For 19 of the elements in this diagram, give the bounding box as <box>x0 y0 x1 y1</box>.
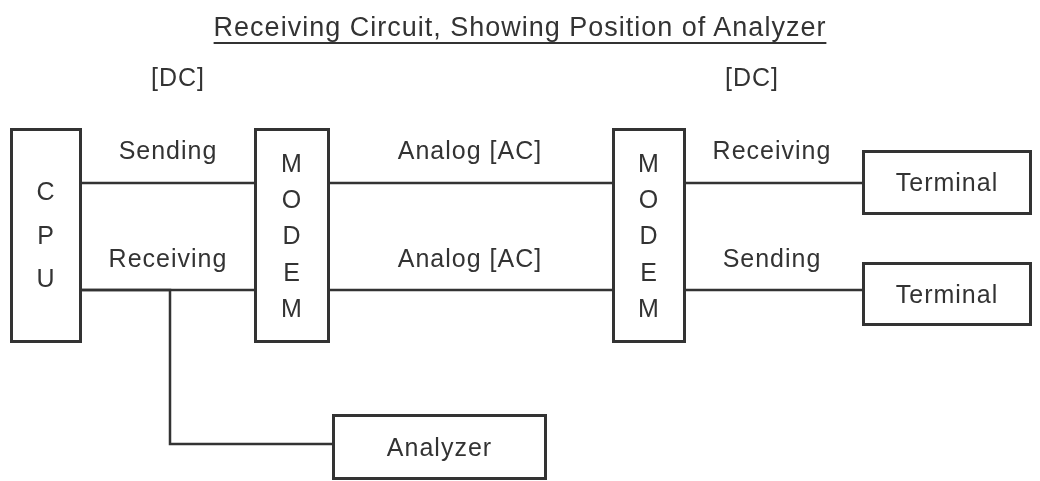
node-label: MODEM <box>280 147 304 324</box>
node-label: Terminal <box>895 168 999 197</box>
connector-line <box>82 288 332 446</box>
node-label: Analyzer <box>386 432 493 462</box>
connector-line <box>82 181 254 185</box>
device-box <box>254 128 330 343</box>
node-label: MODEM <box>637 147 661 324</box>
diagram-title: Receiving Circuit, Showing Position of Analyzer <box>213 12 827 43</box>
connector-line <box>686 288 862 292</box>
connector-line <box>330 181 612 185</box>
device-box <box>862 262 1032 326</box>
device-box <box>10 128 82 343</box>
device-box <box>332 414 547 480</box>
device-box <box>612 128 686 343</box>
connector-line <box>330 288 612 292</box>
node-label: Terminal <box>895 279 999 309</box>
connector-line <box>686 181 862 185</box>
device-box <box>862 150 1032 215</box>
node-label: CPU <box>35 175 57 295</box>
